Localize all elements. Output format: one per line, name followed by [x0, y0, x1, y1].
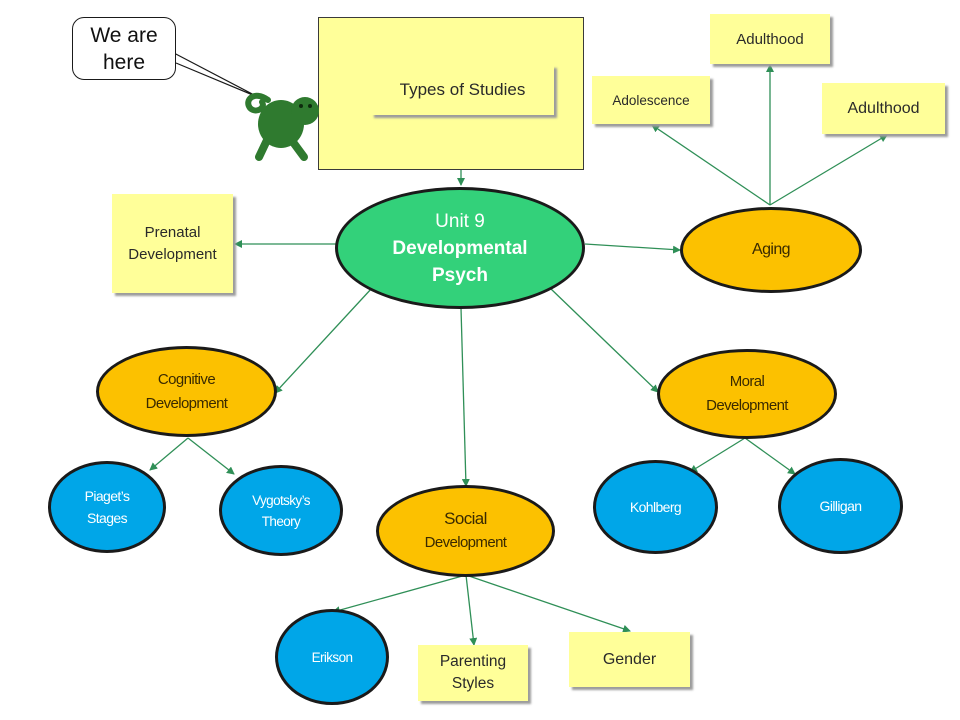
social-line-2: Development: [424, 534, 507, 551]
moral-line-2: Development: [706, 397, 788, 414]
vygotsky-line-1: Vygotsky’s: [252, 492, 310, 508]
social-line-1: Social: [444, 509, 487, 528]
center-line-1: Unit 9: [435, 210, 485, 232]
center-line-2: Developmental: [392, 237, 528, 259]
we-are-here-callout: We are here: [72, 17, 176, 80]
erikson-label: Erikson: [311, 649, 353, 665]
callout-line-1: We are: [90, 23, 158, 47]
cognitive-development-node[interactable]: Cognitive Development: [96, 346, 277, 437]
arrow-cognitive-to-piaget: [149, 437, 189, 471]
adolescence-note[interactable]: Adolescence: [592, 76, 710, 124]
callout-line-2: here: [102, 50, 146, 74]
moral-development-node[interactable]: Moral Development: [657, 349, 837, 439]
piaget-line-2: Stages: [87, 510, 128, 526]
piaget-line-1: Piaget’s: [84, 488, 130, 504]
aging-label: Aging: [752, 241, 791, 258]
gilligan-node[interactable]: Gilligan: [778, 458, 903, 554]
vygotskys-theory-node[interactable]: Vygotsky’s Theory: [219, 465, 343, 556]
arrow-social-to-parenting: [465, 574, 478, 646]
prenatal-line-2: Development: [128, 245, 217, 263]
arrow-moral-to-gilligan: [744, 437, 796, 475]
center-node-unit-9[interactable]: Unit 9 Developmental Psych: [335, 187, 585, 309]
arrow-aging-to-adolescence: [651, 124, 771, 206]
adulthood-top-note[interactable]: Adulthood: [710, 14, 830, 64]
prenatal-line-1: Prenatal: [144, 223, 201, 241]
arrow-center-to-moral: [549, 287, 659, 393]
adulthood-top-label: Adulthood: [736, 30, 804, 48]
erikson-node[interactable]: Erikson: [275, 609, 389, 705]
arrow-center-to-cognitive: [274, 287, 373, 394]
cognitive-line-2: Development: [145, 394, 228, 412]
arrow-cognitive-to-vygotsky: [187, 437, 235, 475]
arrow-center-to-social: [460, 307, 470, 487]
arrow-center-to-aging: [584, 243, 681, 254]
aging-node[interactable]: Aging: [680, 207, 862, 293]
parenting-line-2: Styles: [451, 675, 495, 692]
kohlberg-node[interactable]: Kohlberg: [593, 460, 718, 554]
arrow-social-to-erikson: [332, 574, 467, 614]
vygotsky-line-2: Theory: [261, 513, 301, 529]
gender-label: Gender: [602, 650, 657, 668]
kohlberg-label: Kohlberg: [629, 499, 682, 515]
adulthood-right-note[interactable]: Adulthood: [822, 83, 945, 134]
piagets-stages-node[interactable]: Piaget’s Stages: [48, 461, 166, 553]
moral-line-1: Moral: [729, 373, 765, 390]
types-of-studies-label: Types of Studies: [399, 80, 526, 99]
arrow-aging-to-adulthood-right: [769, 134, 888, 206]
gilligan-label: Gilligan: [819, 498, 862, 514]
center-line-3: Psych: [432, 264, 488, 286]
parenting-line-1: Parenting: [439, 653, 507, 670]
prenatal-development-note[interactable]: Prenatal Development: [112, 194, 233, 293]
cognitive-line-1: Cognitive: [157, 370, 216, 388]
arrow-moral-to-kohlberg: [689, 437, 746, 473]
types-of-studies-note[interactable]: Types of Studies: [371, 65, 554, 115]
adulthood-right-label: Adulthood: [847, 99, 920, 117]
gender-note[interactable]: Gender: [569, 632, 690, 687]
arrow-social-to-gender: [465, 574, 631, 633]
parenting-styles-note[interactable]: Parenting Styles: [418, 645, 528, 701]
adolescence-label: Adolescence: [612, 92, 690, 108]
social-development-node[interactable]: Social Development: [376, 485, 555, 577]
